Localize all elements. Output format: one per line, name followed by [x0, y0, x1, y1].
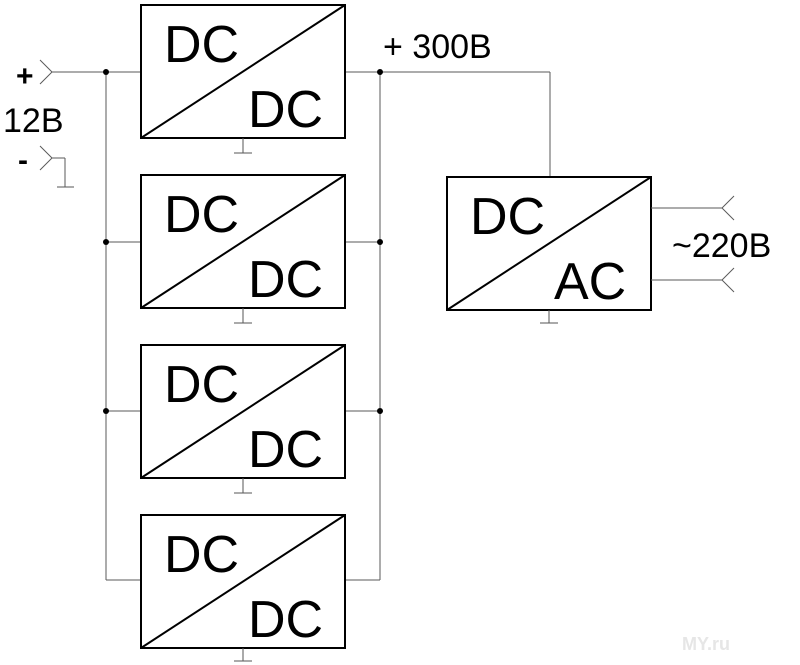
converter-1-bottom-label: DC [248, 81, 323, 139]
junction-dot [103, 408, 109, 414]
inverter-top-label: DC [470, 188, 545, 246]
converter-3-bottom-label: DC [248, 421, 323, 479]
dc-dc-converter-1: DC DC [140, 4, 346, 154]
junction-dot [377, 69, 383, 75]
dc-dc-converter-2: DC DC [140, 174, 346, 324]
input-voltage-label: 12В [3, 102, 64, 140]
inverter-bottom-label: AC [554, 253, 626, 311]
input-terminal-plus [39, 59, 106, 85]
output-voltage-label: ~220В [672, 227, 771, 265]
output-terminals [651, 195, 735, 293]
junction-dot [377, 239, 383, 245]
converter-2-top-label: DC [164, 186, 239, 244]
input-terminal-minus [39, 145, 74, 188]
dc-dc-converter-4: DC DC [140, 514, 346, 662]
converter-2-bottom-label: DC [248, 251, 323, 309]
converter-3-top-label: DC [164, 356, 239, 414]
watermark-logo: MY.ru [682, 634, 730, 654]
high-voltage-bus [345, 71, 551, 581]
input-plus-label: + [16, 60, 34, 93]
converter-4-bottom-label: DC [248, 591, 323, 649]
junction-dot [103, 239, 109, 245]
converter-4-top-label: DC [164, 526, 239, 584]
input-bus [105, 71, 141, 581]
junction-dot [103, 69, 109, 75]
junction-dot [377, 408, 383, 414]
dc-dc-converter-3: DC DC [140, 344, 346, 494]
dc-ac-inverter: DC AC [446, 176, 652, 324]
input-minus-label: - [18, 144, 28, 177]
converter-1-top-label: DC [164, 16, 239, 74]
bus-voltage-label: + 300В [383, 28, 492, 66]
